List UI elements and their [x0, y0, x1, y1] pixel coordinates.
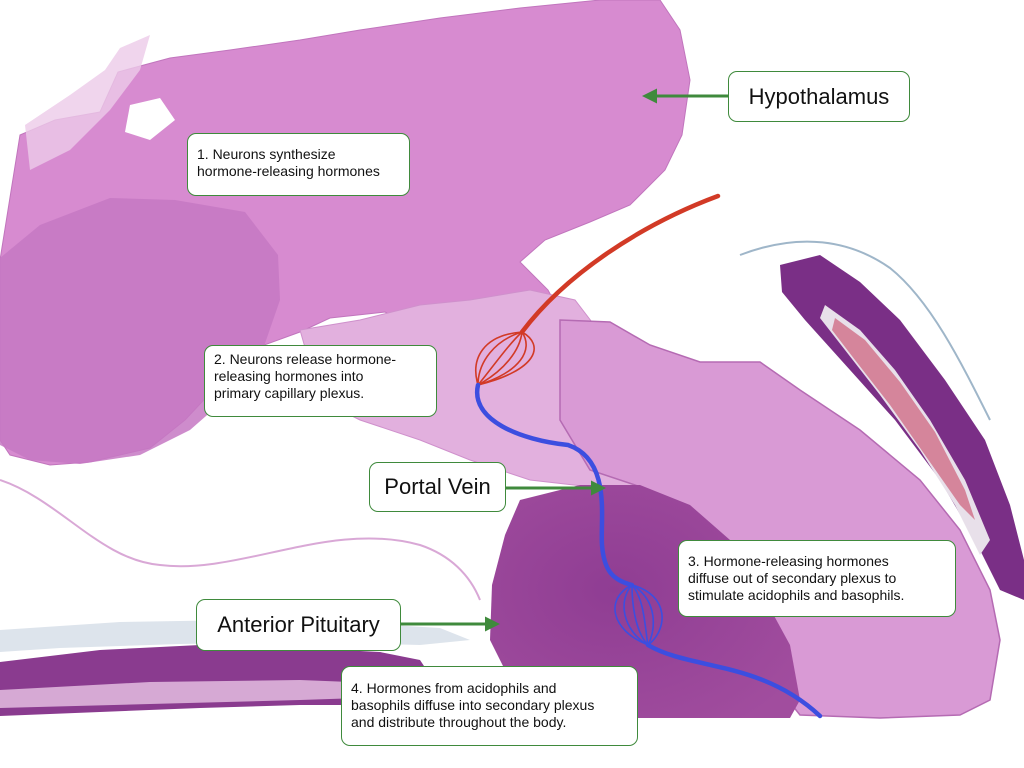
bone-marrow-cells: [832, 318, 975, 520]
artery-line: [519, 193, 721, 335]
step-3-callout: 3. Hormone-releasing hormones diffuse ou…: [678, 540, 956, 617]
hypothalamus-label: Hypothalamus: [728, 71, 910, 122]
step-4-callout: 4. Hormones from acidophils and basophil…: [341, 666, 638, 746]
membrane-strand: [739, 240, 991, 421]
portal-vein-line: [474, 382, 635, 588]
step-2-text: 2. Neurons release hormone- releasing ho…: [214, 351, 397, 401]
step-1-text: 1. Neurons synthesize hormone-releasing …: [197, 146, 380, 179]
membrane-strand: [0, 479, 481, 601]
bone-lower-left-light: [0, 680, 420, 708]
primary-capillary-plexus: [475, 331, 535, 386]
anterior-pituitary-label: Anterior Pituitary: [196, 599, 401, 651]
step-4-text: 4. Hormones from acidophils and basophil…: [351, 680, 595, 730]
anterior-pituitary-label-text: Anterior Pituitary: [217, 612, 380, 637]
portal-vein-label: Portal Vein: [369, 462, 506, 512]
portal-vein-label-text: Portal Vein: [384, 474, 491, 499]
vein-exit-line: [645, 642, 823, 719]
secondary-capillary-plexus: [614, 584, 663, 646]
step-2-callout: 2. Neurons release hormone- releasing ho…: [204, 345, 437, 417]
hypothalamus-label-text: Hypothalamus: [748, 83, 890, 109]
step-1-callout: 1. Neurons synthesize hormone-releasing …: [187, 133, 410, 196]
tissue-cleft: [125, 98, 175, 140]
tissue-wisp: [25, 35, 150, 170]
step-3-text: 3. Hormone-releasing hormones diffuse ou…: [688, 553, 905, 603]
hypothalamus-lobe: [0, 198, 280, 464]
